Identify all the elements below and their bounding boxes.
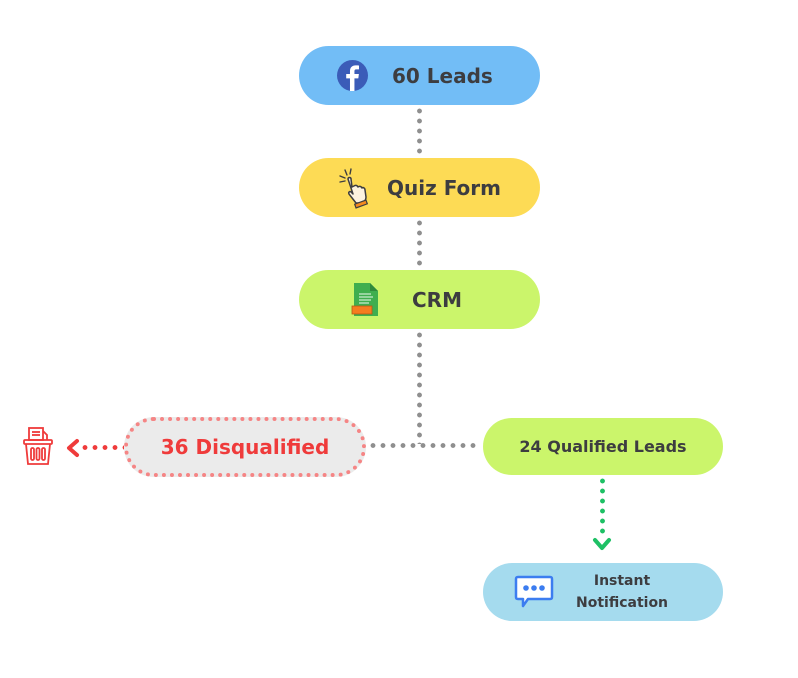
pointer-click-icon <box>339 167 369 209</box>
document-icon <box>351 282 378 316</box>
node-quiz-form[interactable]: Quiz Form <box>299 158 540 217</box>
node-label: Quiz Form <box>387 175 501 200</box>
facebook-icon <box>337 60 368 91</box>
node-label-line1: Instant <box>593 573 651 589</box>
arrow-down-icon <box>593 538 611 550</box>
connector-leads-quiz <box>417 106 422 158</box>
node-qualified-leads[interactable]: 24 Qualified Leads <box>483 418 723 475</box>
chat-bubble-icon <box>514 575 554 608</box>
connector-quiz-crm <box>417 218 422 270</box>
node-label-line2: Notification <box>576 595 669 611</box>
node-label: 60 Leads <box>392 63 493 88</box>
connector-split-horizontal <box>368 443 480 448</box>
node-instant-notification[interactable]: Instant Notification <box>483 563 723 621</box>
node-label: 36 Disqualified <box>160 435 330 459</box>
connector-crm-split <box>417 330 422 444</box>
node-label: 24 Qualified Leads <box>519 437 687 456</box>
node-disqualified[interactable]: 36 Disqualified <box>124 417 366 477</box>
node-crm[interactable]: CRM <box>299 270 540 329</box>
node-leads-source[interactable]: 60 Leads <box>299 46 540 105</box>
arrow-left-icon <box>67 439 79 457</box>
connector-disqualified-trash <box>80 445 124 450</box>
node-label: CRM <box>412 287 462 312</box>
connector-qualified-notification <box>600 476 605 538</box>
trash-icon <box>23 427 53 465</box>
